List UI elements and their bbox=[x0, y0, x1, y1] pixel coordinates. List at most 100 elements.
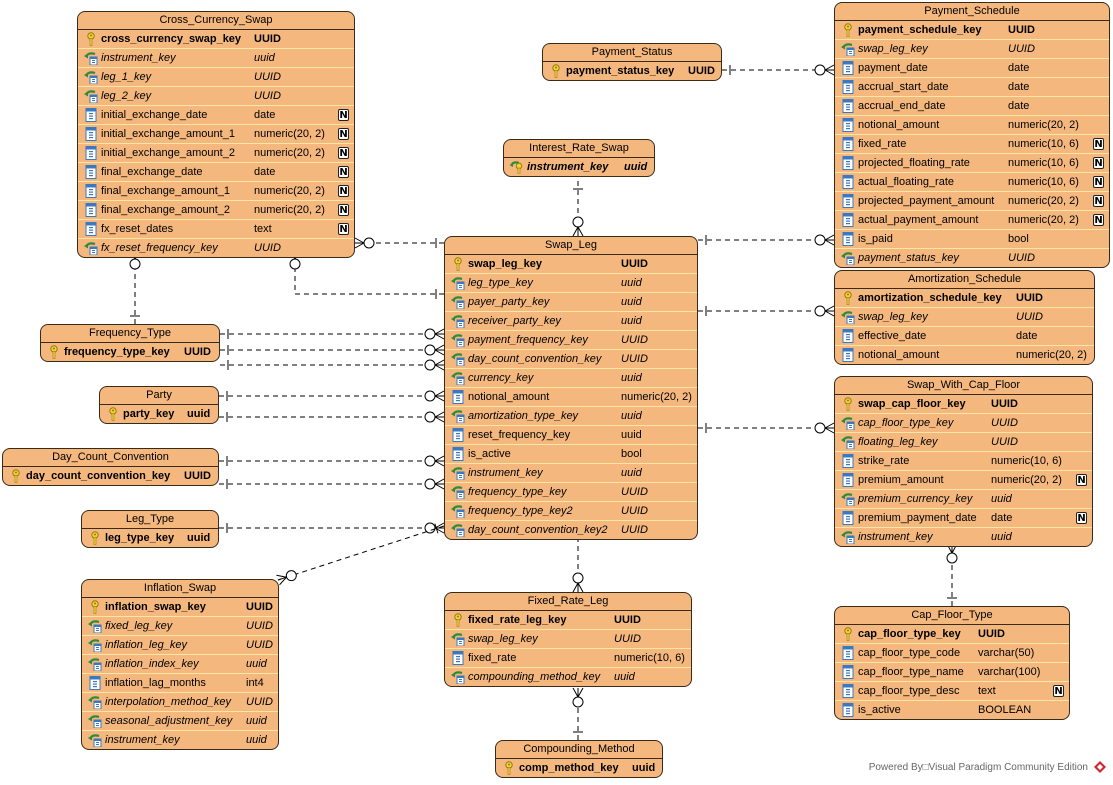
relationship-compounding-method-to-fixed-rate-leg[interactable] bbox=[572, 687, 584, 740]
relationship-payment-status-to-payment-schedule[interactable] bbox=[722, 64, 835, 76]
entity-amortization-schedule[interactable]: Amortization_Schedule amortization_sched… bbox=[834, 270, 1095, 365]
relationship-frequency-type-to-swap-leg[interactable] bbox=[220, 359, 445, 371]
relationship-frequency-type-to-cross-currency-swap[interactable] bbox=[129, 249, 141, 324]
relationship-frequency-type-to-swap-leg[interactable] bbox=[220, 344, 445, 356]
relationship-day-count-convention-to-swap-leg[interactable] bbox=[219, 455, 445, 467]
relationship-interest-rate-swap-to-swap-leg[interactable] bbox=[572, 181, 584, 237]
relationship-leg-type-to-swap-leg[interactable] bbox=[219, 522, 445, 534]
relationship-swap-leg-to-amortization-schedule[interactable] bbox=[698, 305, 835, 317]
relationship-swap-leg-to-cross-currency-swap[interactable] bbox=[354, 237, 444, 249]
relationship-party-to-swap-leg[interactable] bbox=[219, 411, 445, 423]
relationship-day-count-convention-to-swap-leg[interactable] bbox=[219, 478, 445, 490]
relationship-party-to-swap-leg[interactable] bbox=[219, 390, 445, 402]
entity-cross-currency-swap[interactable]: Cross_Currency_Swap cross_currency_swap_… bbox=[77, 11, 355, 258]
relationship-frequency-type-to-swap-leg[interactable] bbox=[220, 328, 445, 340]
relationship-swap-leg-to-payment-schedule[interactable] bbox=[698, 234, 835, 246]
relationship-swap-leg-to-swap-with-cap-floor[interactable] bbox=[698, 422, 835, 434]
relationship-swap-leg-to-inflation-swap[interactable] bbox=[276, 523, 445, 586]
